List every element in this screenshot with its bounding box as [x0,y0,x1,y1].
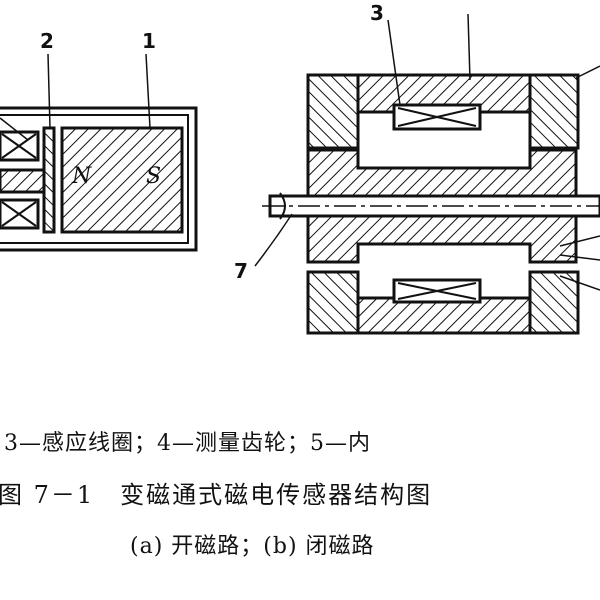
open-circuit-sensor [0,53,198,252]
part-label-7: 7 [234,259,248,283]
housing-outline [0,106,198,252]
caption-parts-line: 3—感应线圈；4—测量齿轮；5—内 [4,431,371,456]
figure-subcaption: (a) 开磁路；(b) 闭磁路 [130,534,375,559]
pole-label-s: S [146,164,161,189]
leader-2 [47,53,51,129]
part-label-3: 3 [370,1,384,25]
closed-circuit-sensor [254,13,600,335]
pole-label-n: N [71,164,92,189]
part-label-2: 2 [40,29,54,53]
core-piece [0,168,46,194]
part-label-1: 1 [142,29,156,53]
permanent-magnet [60,126,184,234]
leader-7 [254,213,293,267]
figure-title: 图 7－1 变磁通式磁电传感器结构图 [0,481,433,509]
leader-1 [145,53,151,129]
